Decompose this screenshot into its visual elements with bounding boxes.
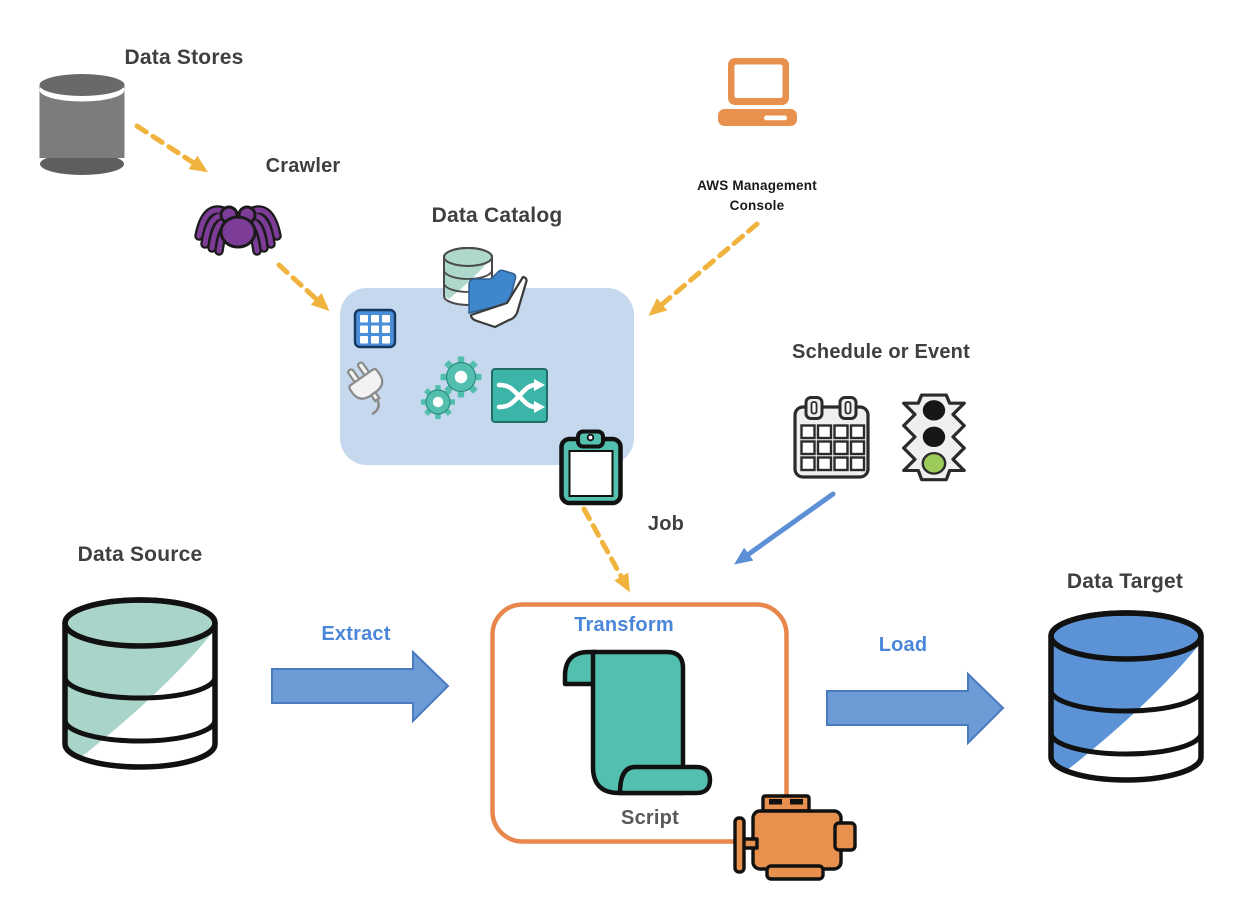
aws-console-label: AWS Management Console bbox=[697, 176, 817, 215]
aws-console-label-line1: AWS Management bbox=[697, 178, 817, 193]
laptop-icon bbox=[718, 58, 797, 126]
data-source-cylinder-icon bbox=[62, 597, 218, 770]
extract-block-arrow bbox=[271, 649, 450, 724]
data-target-cylinder-icon bbox=[1048, 610, 1204, 783]
shuffle-icon bbox=[491, 368, 548, 423]
data-stores-cylinder-icon bbox=[39, 74, 125, 175]
calendar-icon bbox=[793, 396, 870, 479]
arrow-job-to-transform bbox=[581, 506, 630, 593]
arrow-console-to-catalog bbox=[648, 221, 760, 316]
clipboard-icon bbox=[559, 429, 623, 506]
arrow-datastores-to-crawler bbox=[134, 123, 209, 173]
engine-icon bbox=[733, 794, 857, 881]
data-stores-label: Data Stores bbox=[124, 46, 244, 69]
database-with-folder-icon bbox=[443, 247, 528, 329]
extract-label: Extract bbox=[321, 623, 391, 645]
plug-icon bbox=[347, 361, 384, 416]
data-catalog-box bbox=[340, 288, 634, 465]
gears-icon bbox=[421, 356, 482, 419]
data-catalog-label: Data Catalog bbox=[431, 204, 563, 227]
load-label: Load bbox=[878, 634, 928, 656]
spider-icon bbox=[194, 205, 282, 256]
aws-console-label-line2: Console bbox=[729, 197, 785, 213]
script-label: Script bbox=[621, 807, 679, 829]
arrow-schedule-to-transform bbox=[734, 491, 836, 565]
arrow-crawler-to-catalog bbox=[276, 262, 330, 312]
table-grid-icon bbox=[353, 308, 397, 349]
data-source-label: Data Source bbox=[77, 543, 203, 566]
job-label: Job bbox=[647, 513, 685, 535]
load-block-arrow bbox=[826, 671, 1005, 746]
data-target-label: Data Target bbox=[1066, 570, 1184, 593]
transform-label: Transform bbox=[574, 614, 674, 636]
script-scroll-icon bbox=[562, 649, 713, 796]
schedule-or-event-label: Schedule or Event bbox=[792, 341, 970, 363]
crawler-label: Crawler bbox=[265, 155, 341, 177]
traffic-light-icon bbox=[902, 393, 966, 482]
